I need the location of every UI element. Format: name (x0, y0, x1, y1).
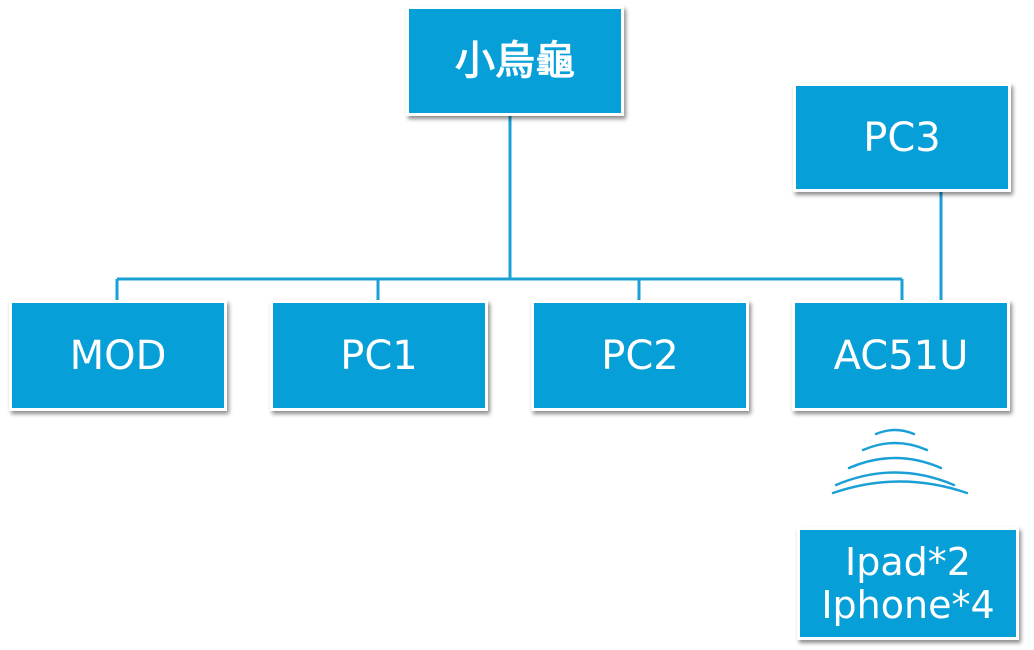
node-mod-label: MOD (69, 332, 167, 379)
node-pc2-label: PC2 (601, 332, 679, 379)
node-pc1: PC1 (270, 300, 488, 411)
node-ac51u-label: AC51U (833, 332, 969, 379)
node-root-label: 小烏龜 (455, 38, 575, 84)
device-iphone-label: Iphone*4 (821, 582, 995, 627)
node-ac51u: AC51U (792, 300, 1010, 411)
node-pc2: PC2 (531, 300, 749, 411)
node-pc1-label: PC1 (340, 332, 418, 379)
wifi-signal-icon (831, 428, 969, 495)
node-pc3: PC3 (793, 83, 1011, 192)
node-pc3-label: PC3 (863, 114, 941, 161)
node-mod: MOD (9, 300, 227, 411)
node-wireless-devices: Ipad*2 Iphone*4 (797, 527, 1019, 640)
node-root: 小烏龜 (406, 6, 624, 116)
device-ipad-label: Ipad*2 (845, 539, 971, 584)
